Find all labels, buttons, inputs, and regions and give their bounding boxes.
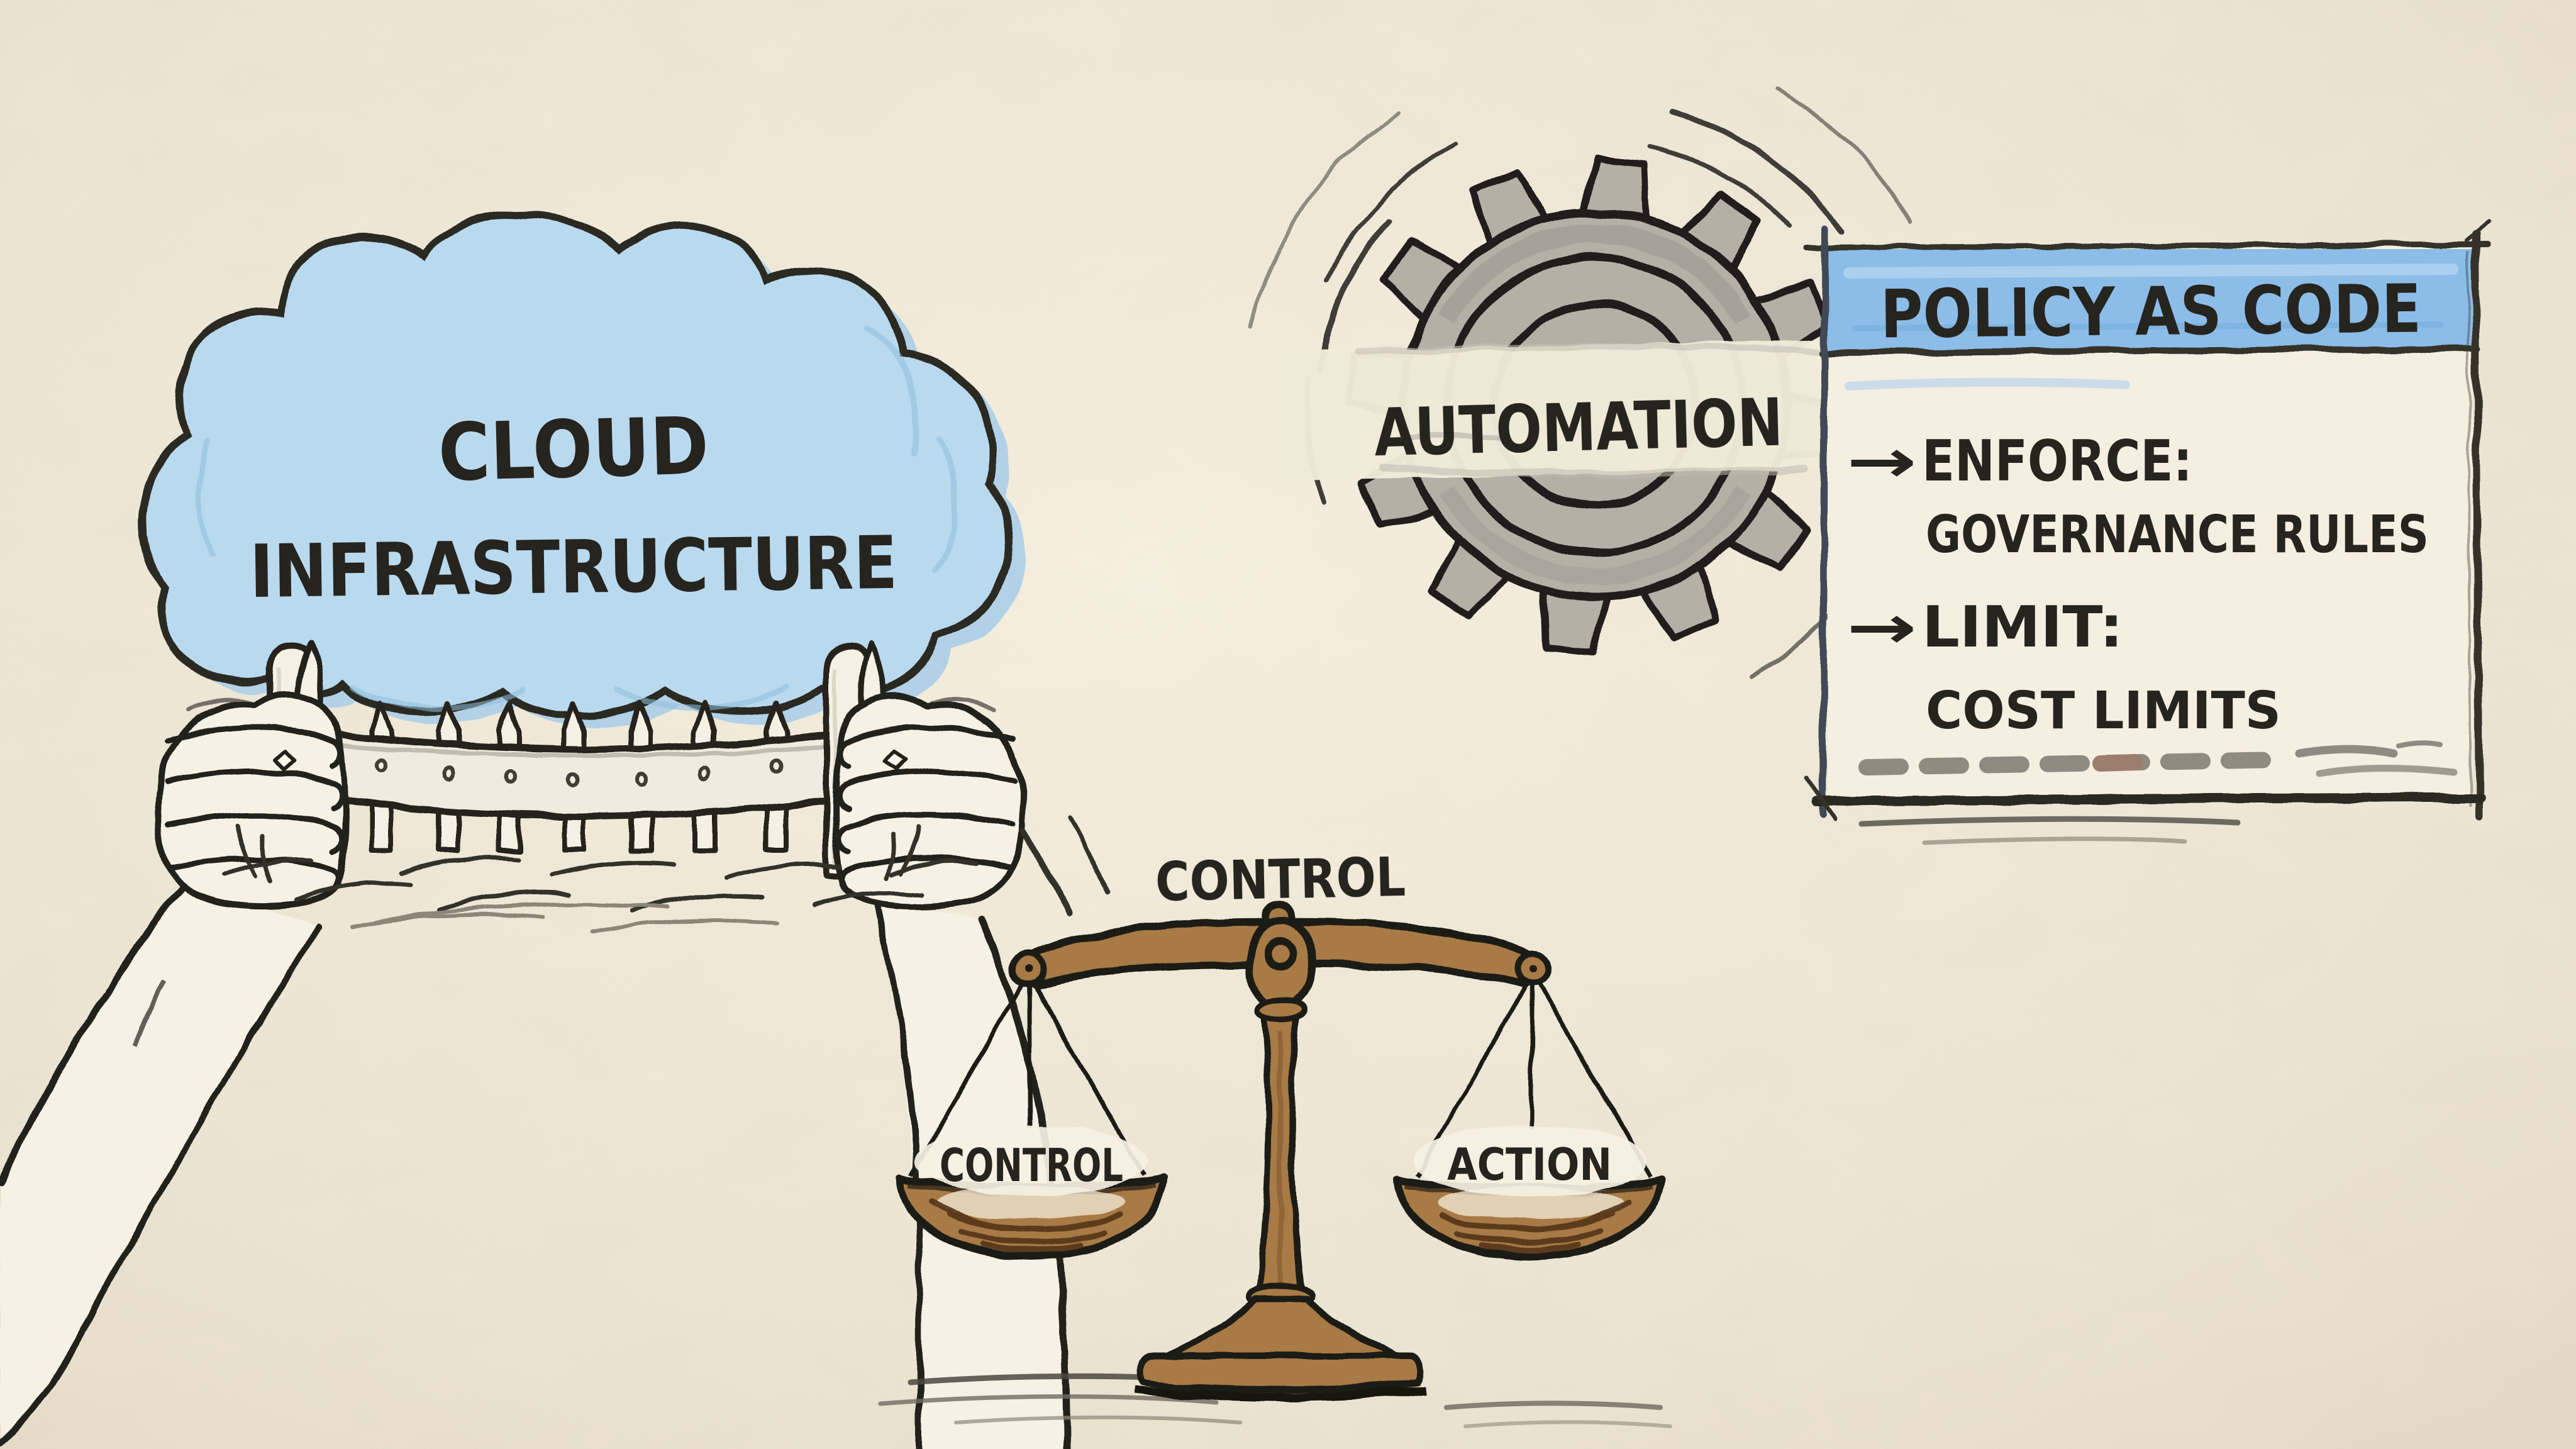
left-forearm: [0, 879, 318, 1443]
cloud-infrastructure-figure: CLOUD INFRASTRUCTURE: [142, 214, 1026, 728]
left-pan-label: CONTROL: [940, 1139, 1123, 1192]
gear-label: AUTOMATION: [1374, 384, 1784, 472]
header-shading: [1843, 264, 2458, 391]
grass-strokes: [221, 824, 979, 934]
panel-title: POLICY AS CODE: [1880, 270, 2421, 353]
dashed-divider: [1858, 740, 2458, 777]
panel-item-detail: GOVERNANCE RULES: [1926, 505, 2429, 565]
scale-stand: [1134, 1011, 1428, 1402]
panel-item: → LIMIT: COST LIMITS: [1846, 594, 2281, 741]
automation-gear-figure: AUTOMATION: [1021, 87, 1913, 916]
panel-item: → ENFORCE: GOVERNANCE RULES: [1846, 428, 2429, 565]
scale-boss-hole: [1263, 936, 1297, 970]
right-pan-label: ACTION: [1447, 1139, 1612, 1191]
panel-item-label: ENFORCE:: [1922, 428, 2192, 494]
cloud-title-line1: CLOUD: [437, 399, 710, 499]
arrow-right-icon: →: [1846, 428, 1917, 496]
scale-top-label: CONTROL: [1155, 846, 1406, 914]
scale-plinth: [1136, 1352, 1426, 1394]
scale-neck: [1253, 997, 1307, 1023]
panel-border-strokes: [1804, 219, 2490, 821]
left-hand: [0, 643, 345, 1446]
panel-item-label: LIMIT:: [1922, 594, 2123, 660]
rail-rivets: [375, 757, 782, 787]
stray-pencil-strokes: [1021, 815, 1112, 916]
policy-panel: POLICY AS CODE → ENFORCE: GOVERNANCE RUL…: [1804, 219, 2490, 845]
scale-pivot: [1245, 900, 1316, 1023]
balance-scale-figure: CONTROL CONTROL ACTION: [878, 846, 1672, 1428]
label-band: [1277, 338, 1880, 481]
band-smudges: [1355, 343, 1846, 478]
arrow-right-icon: →: [1846, 594, 1917, 662]
guardrail-fence-figure: [244, 645, 917, 875]
panel-item-detail: COST LIMITS: [1926, 681, 2281, 741]
cloud-title-line2: INFRASTRUCTURE: [249, 521, 898, 614]
panel-shadow-strokes: [1858, 816, 2241, 845]
